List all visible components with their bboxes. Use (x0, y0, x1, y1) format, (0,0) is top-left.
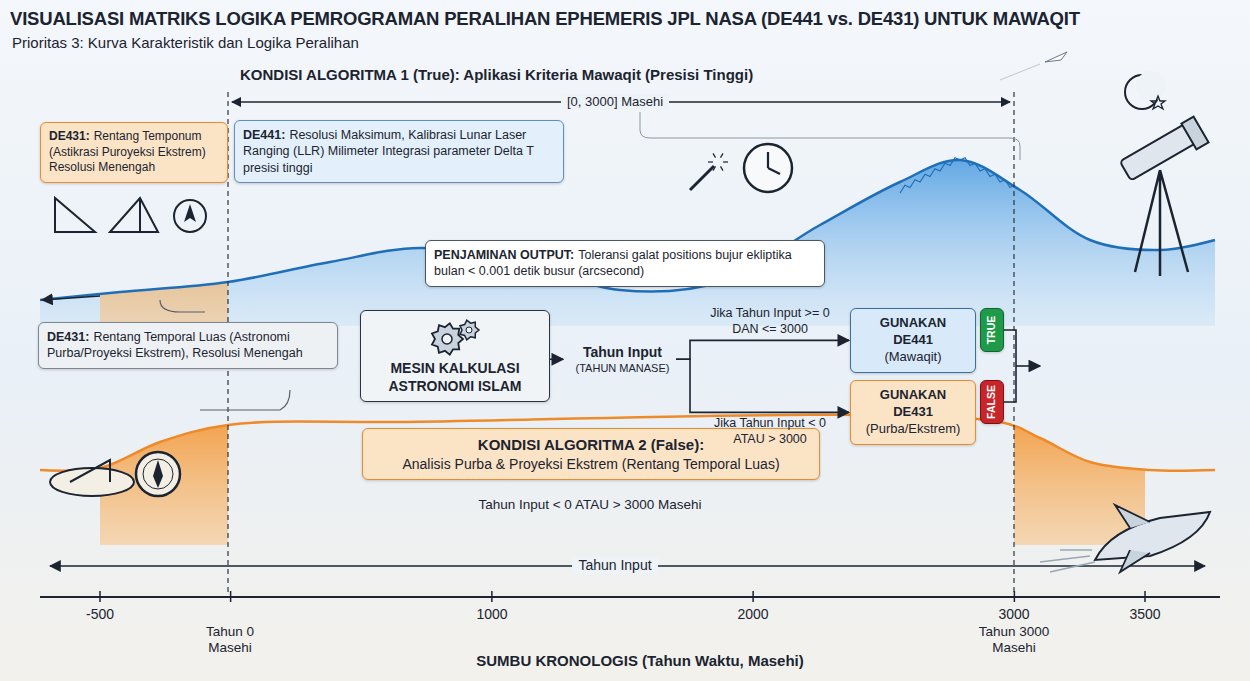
input-year-node: Tahun Input(TAHUN MANASE) (565, 336, 680, 382)
node-text: Resolusi Maksimum, Kalibrasi Lunar Laser… (243, 128, 534, 175)
node-heading: DE431: (47, 330, 89, 344)
edge-label: Jika Tahun Input >= 0 DAN <= 3000 (698, 306, 842, 337)
boundary-line (1013, 92, 1014, 598)
node-text: (Mawaqit) (859, 349, 967, 366)
de441-box: DE441:Resolusi Maksimum, Kalibrasi Lunar… (234, 120, 564, 183)
condition-1-heading: KONDISI ALGORITMA 1 (True): Aplikasi Kri… (240, 66, 940, 84)
precision-curve-area (40, 160, 1215, 326)
axis-tick (491, 591, 493, 602)
flow-arrow (550, 358, 563, 360)
false-badge: FALSE (980, 380, 1004, 424)
tick-label: -500 (75, 606, 125, 623)
telescope-icon (1120, 117, 1209, 276)
merge-line (1004, 330, 1016, 402)
edge-label: Jika Tahun Input < 0 ATAU > 3000 (698, 416, 842, 447)
de431-top-box: DE431:Rentang Temponum (Astikrasi Puroye… (40, 122, 228, 183)
curve-arrow (42, 296, 100, 300)
gear-icon (423, 317, 487, 357)
rocket-icon (1000, 52, 1067, 80)
moon-star-icon (1125, 71, 1166, 109)
tick-label: 3500 (1120, 606, 1170, 623)
use-de441-box: GUNAKAN DE441(Mawaqit) (850, 308, 976, 373)
extreme-zone-area (40, 415, 1215, 545)
node-heading: MESIN KALKULASI ASTRONOMI ISLAM (369, 359, 541, 395)
node-heading: DE431: (49, 129, 90, 143)
flow-arrow (676, 359, 849, 412)
drafting-tools-icon (55, 198, 206, 232)
tick-label: 2000 (728, 606, 778, 623)
node-heading: DE441: (243, 128, 285, 142)
node-text: (TAHUN MANASE) (574, 361, 671, 375)
node-heading: GUNAKAN DE441 (859, 315, 967, 349)
node-heading: Tahun Input (574, 343, 671, 361)
node-heading: FALSE (985, 385, 999, 419)
axis-tick (99, 591, 101, 602)
node-text: (Purba/Ekstrem) (859, 421, 967, 438)
leader-line (200, 390, 290, 410)
tick-label: 1000 (467, 606, 517, 623)
range-label: [0, 3000] Masehi (561, 94, 669, 110)
laser-icon (690, 153, 728, 190)
axis-tick (752, 591, 754, 602)
tick-label: Tahun 3000 Masehi (968, 624, 1060, 656)
use-de431-box: GUNAKAN DE431(Purba/Ekstrem) (850, 380, 976, 445)
tick-label: Tahun 0 Masehi (196, 624, 264, 656)
true-badge: TRUE (980, 308, 1004, 352)
curve-noise (900, 158, 1015, 193)
de431-lower-box: DE431:Rentang Temporal Luas (Astronomi P… (38, 322, 338, 369)
node-heading: PENJAMINAN OUTPUT: (434, 248, 574, 262)
axis-tick (1014, 591, 1016, 602)
output-arrow (1016, 365, 1040, 367)
flow-arrow (676, 340, 849, 359)
engine-box: MESIN KALKULASI ASTRONOMI ISLAM (360, 310, 550, 402)
legacy-zone-top (100, 200, 228, 326)
output-guarantee-box: PENJAMINAN OUTPUT:Toleransi galat positi… (425, 240, 825, 287)
tick-label: 3000 (989, 606, 1039, 623)
clock-icon (744, 144, 792, 192)
subtitle: Prioritas 3: Kurva Karakteristik dan Log… (12, 34, 712, 52)
compass-icon (136, 452, 180, 496)
node-heading: GUNAKAN DE431 (859, 387, 967, 421)
axis-title: SUMBU KRONOLOGIS (Tahun Waktu, Masehi) (390, 652, 890, 670)
node-text: Analisis Purba & Proyeksi Ekstrem (Renta… (371, 455, 811, 473)
node-heading: TRUE (985, 316, 999, 345)
axis-tick (230, 591, 232, 602)
leader-line (160, 300, 205, 312)
axis-range-label: Tahun Input (572, 557, 657, 574)
sundial-icon (50, 460, 134, 496)
title: VISUALISASI MATRIKS LOGIKA PEMROGRAMAN P… (10, 8, 1245, 30)
region-frame (640, 112, 1020, 160)
condition-2-note: Tahun Input < 0 ATAU > 3000 Masehi (390, 497, 790, 513)
spaceship-icon (1040, 505, 1210, 572)
axis-tick (1144, 591, 1146, 602)
time-axis (40, 596, 1220, 598)
